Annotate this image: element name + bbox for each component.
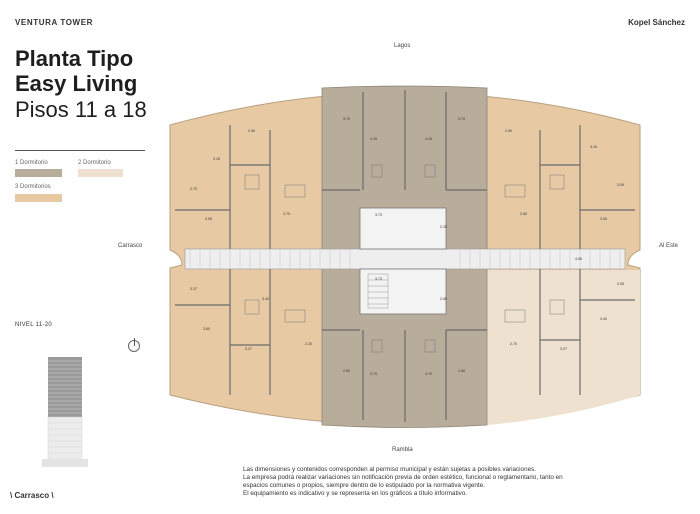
direction-west-label: Carrasco <box>118 243 143 249</box>
core-stair-south <box>359 268 447 315</box>
legend-label-1-dormitorio: 1 Dormitorio <box>15 160 48 166</box>
level-label: NIVEL 11-20 <box>15 322 52 328</box>
page-title-line-3: Pisos 11 a 18 <box>15 97 147 122</box>
room-dimension-label: 2.65 <box>440 297 447 301</box>
title-divider <box>15 150 145 151</box>
room-dimension-label: 3.70 <box>343 117 350 121</box>
room-dimension-label: 3.15 <box>590 145 597 149</box>
corridor <box>184 248 626 270</box>
room-dimension-label: 4.15 <box>425 137 432 141</box>
direction-north-label: Lagos <box>394 43 411 49</box>
room-dimension-label: 4.06 <box>575 257 582 261</box>
compass-icon <box>128 338 140 352</box>
room-dimension-label: 3.40 <box>600 317 607 321</box>
room-dimension-label: 3.27 <box>245 347 252 351</box>
room-dimension-label: 3.37 <box>190 287 197 291</box>
room-dimension-label: 2.25 <box>305 342 312 346</box>
room-dimension-label: 2.70 <box>190 187 197 191</box>
room-dimension-label: 3.73 <box>375 277 382 281</box>
developer-logo: Kopel Sánchez <box>628 18 685 27</box>
tower-elevation-illustration <box>42 357 88 467</box>
room-dimension-label: 3.60 <box>203 327 210 331</box>
room-dimension-label: 3.05 <box>600 217 607 221</box>
room-dimension-label: 3.27 <box>560 347 567 351</box>
legend-label-2-dormitorio: 2 Dormitorio <box>78 160 111 166</box>
room-dimension-label: 2.80 <box>343 369 350 373</box>
room-dimension-label: 3.40 <box>262 297 269 301</box>
disclaimer-line: El equipamiento es indicativo y se repre… <box>243 490 468 497</box>
room-dimension-label: 2.70 <box>283 212 290 216</box>
room-dimension-label: 3.70 <box>458 117 465 121</box>
legend-swatch-1-dormitorio <box>15 169 62 177</box>
room-dimension-label: 3.70 <box>425 372 432 376</box>
room-dimension-label: 3.73 <box>375 213 382 217</box>
page-title-line-2: Easy Living <box>15 71 138 96</box>
room-dimension-label: 3.70 <box>370 372 377 376</box>
room-dimension-label: 2.90 <box>505 129 512 133</box>
disclaimer-line: Las dimensiones y contenidos corresponde… <box>243 466 536 473</box>
page-title-line-1: Planta Tipo <box>15 46 134 71</box>
brand-name: VENTURA TOWER <box>15 18 94 27</box>
room-dimension-label: 2.70 <box>510 342 517 346</box>
legend-label-3-dormitorios: 3 Dormitorios <box>15 184 51 190</box>
room-dimension-label: 2.80 <box>458 369 465 373</box>
disclaimer-line: espacios comunes o propios, siempre dent… <box>243 482 485 489</box>
room-dimension-label: 4.15 <box>370 137 377 141</box>
room-dimension-label: 3.15 <box>213 157 220 161</box>
disclaimer-text: Las dimensiones y contenidos corresponde… <box>243 466 583 498</box>
room-dimension-label: 2.25 <box>440 225 447 229</box>
direction-east-label: Al Este <box>659 243 679 249</box>
room-dimension-label: 3.05 <box>205 217 212 221</box>
direction-south-label: Rambla <box>392 447 413 453</box>
location-label: \ Carrasco \ <box>10 491 54 500</box>
room-dimension-label: 2.80 <box>520 212 527 216</box>
unit-2-dormitorio-east <box>487 270 640 425</box>
disclaimer-line: La empresa podrá realizar variaciones si… <box>243 474 563 481</box>
core-elevator-north <box>359 207 447 250</box>
room-dimension-label: 3.05 <box>617 282 624 286</box>
legend-swatch-3-dormitorios <box>15 194 62 202</box>
room-dimension-label: 3.09 <box>617 183 624 187</box>
legend-swatch-2-dormitorio <box>78 169 123 177</box>
room-dimension-label: 2.90 <box>248 129 255 133</box>
